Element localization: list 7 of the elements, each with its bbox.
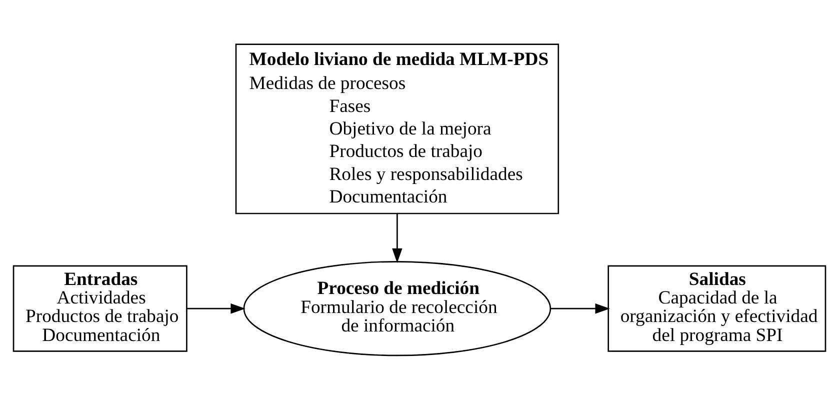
node-box: Modelo liviano de medida MLM-PDS Medidas de procesos Fases Objetivo de la mejora Productos de trabajo Roles y responsabilidades Documentación xyxy=(235,44,560,214)
node-ellipse: Proceso de medición Formulario de recolección de información xyxy=(243,261,552,356)
arrow xyxy=(550,303,610,314)
node-box: Salidas Capacidad de la organización y efectividad del programa SPI xyxy=(608,265,826,352)
node-box: Entradas Actividades Productos de trabajo Documentación xyxy=(12,265,188,352)
arrow xyxy=(187,303,246,314)
arrow xyxy=(392,214,402,263)
